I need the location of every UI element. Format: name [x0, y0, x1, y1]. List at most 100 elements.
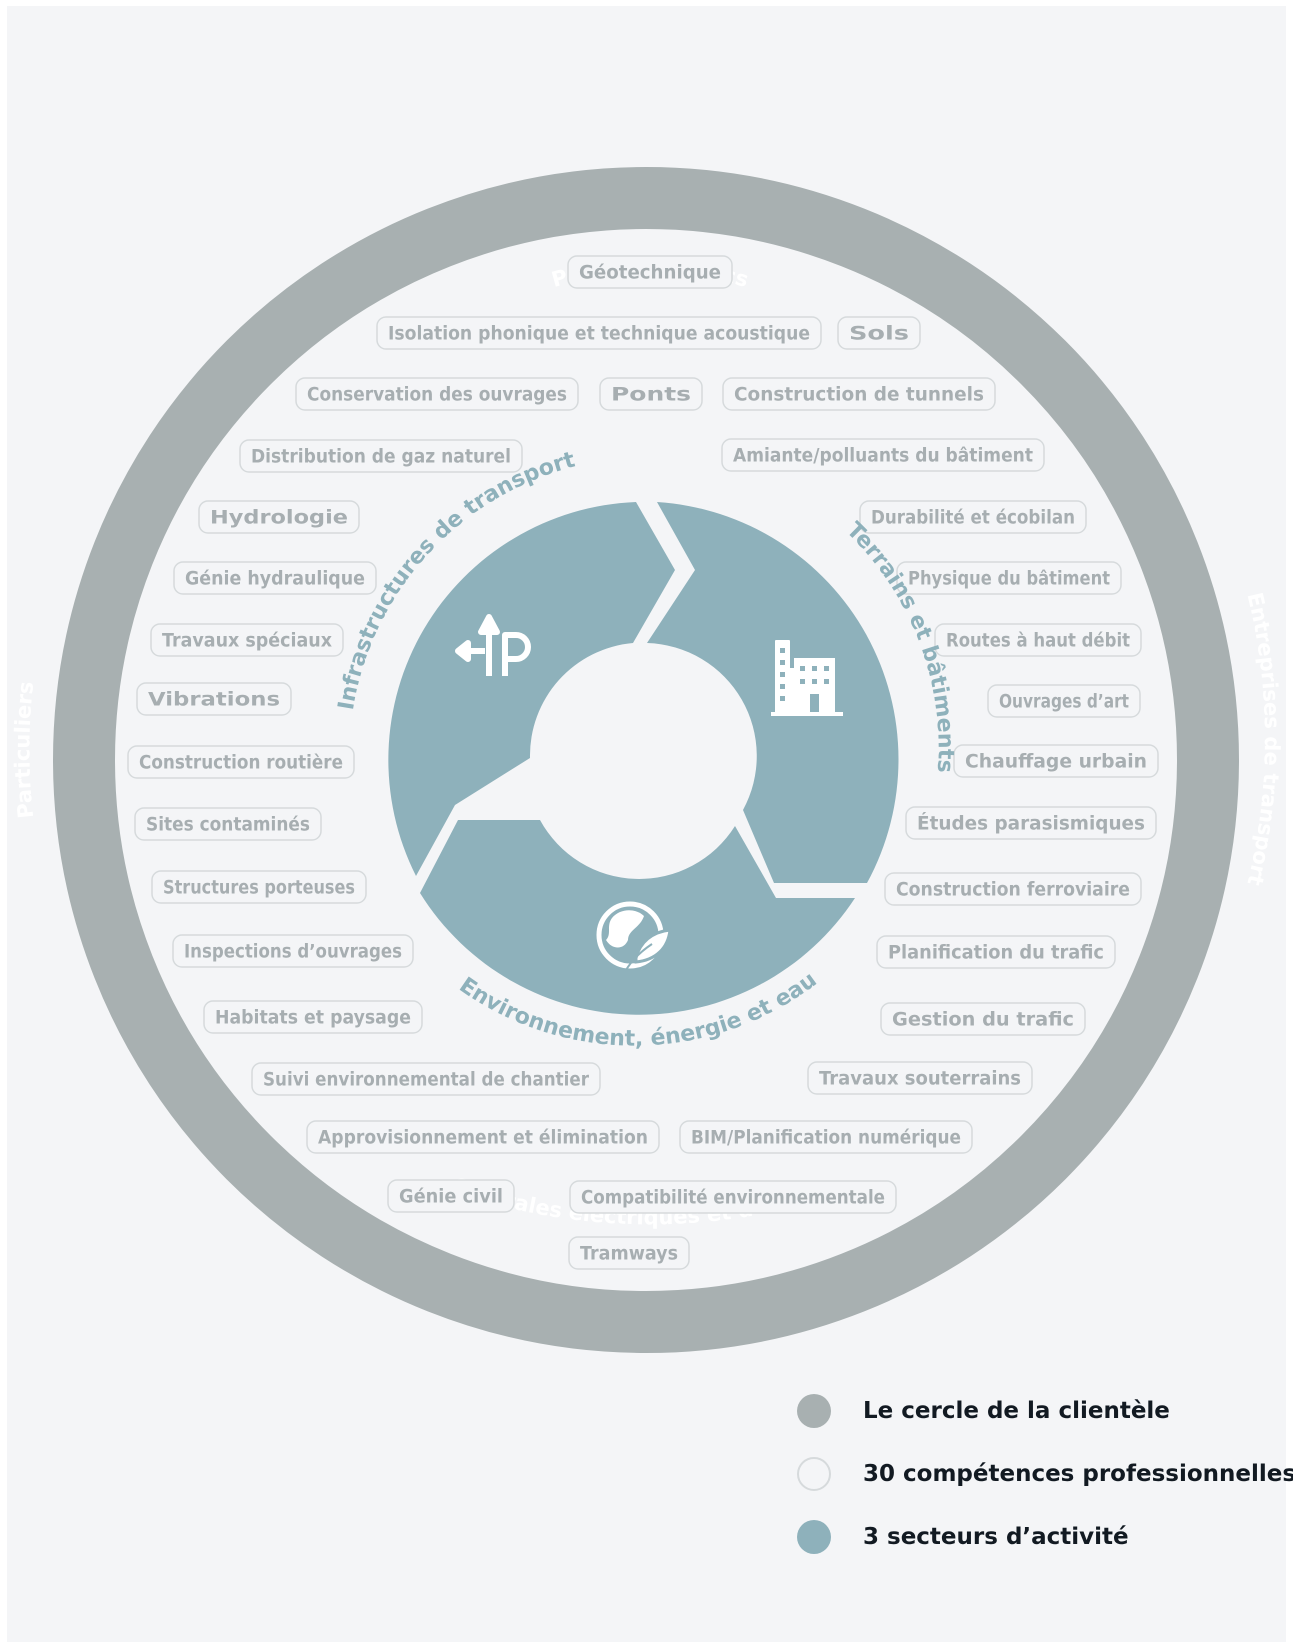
competence-label: Isolation phonique et technique acoustiq… — [388, 324, 810, 345]
legend-swatch-sectors — [797, 1520, 831, 1554]
competence-label: Habitats et paysage — [215, 1008, 411, 1029]
competence-pill-frame — [568, 1236, 690, 1270]
competence-pill: Vibrations — [136, 682, 292, 716]
competence-label: Planification du trafic — [888, 943, 1104, 964]
competence-label: Ouvrages d’art — [999, 692, 1129, 713]
competence-pill: Hydrologie — [198, 500, 360, 534]
competence-pill-frame — [953, 744, 1159, 778]
legend-label-client-ring: Le cercle de la clientèle — [863, 1398, 1170, 1424]
competence-label: Génie civil — [399, 1187, 503, 1208]
competence-label: Conservation des ouvrages — [307, 385, 567, 406]
legend-item-sectors: 3 secteurs d’activité — [797, 1517, 1277, 1557]
competence-label: Construction routière — [139, 753, 343, 774]
competence-pill: Ponts — [599, 377, 703, 411]
competence-pill-frame — [807, 1061, 1033, 1095]
competence-pill-frame — [173, 561, 377, 595]
competence-label: Génie hydraulique — [185, 569, 365, 590]
legend-swatch-competences — [797, 1457, 831, 1491]
competence-label: Travaux souterrains — [819, 1069, 1021, 1090]
competence-pill: Construction ferroviaire — [884, 872, 1142, 906]
competence-label: Sols — [849, 324, 909, 345]
competence-label: Gestion du trafic — [892, 1010, 1074, 1031]
competence-pill-frame — [905, 806, 1157, 840]
competence-label: Routes à haut débit — [946, 631, 1130, 652]
competence-pill: Gestion du trafic — [880, 1002, 1086, 1036]
competence-pill: Amiante/polluants du bâtiment — [721, 438, 1045, 472]
competence-label: Ponts — [611, 385, 691, 406]
competence-pill-frame — [722, 377, 996, 411]
competence-label: Construction ferroviaire — [896, 880, 1130, 901]
competence-label: Compatibilité environnementale — [581, 1188, 885, 1209]
competence-label: Suivi environnemental de chantier — [263, 1070, 590, 1091]
client-ring-label-right: Entreprises de transport — [1243, 590, 1285, 888]
client-ring — [53, 167, 1239, 1353]
competence-pill: Planification du trafic — [876, 935, 1116, 969]
competence-pill: Sites contaminés — [134, 807, 322, 841]
competence-pill-frame — [896, 561, 1122, 595]
road-signs-icon — [455, 614, 531, 676]
sector-terrains-et-batiments — [647, 502, 899, 883]
legend-swatch-client-ring — [797, 1394, 831, 1428]
competence-label: Inspections d’ouvrages — [184, 942, 402, 963]
competence-pill: Isolation phonique et technique acoustiq… — [376, 316, 822, 350]
competence-pill-frame — [239, 439, 523, 473]
competence-label: Sites contaminés — [146, 815, 310, 836]
competence-label: Géotechnique — [579, 263, 721, 284]
competence-pill-frame — [387, 1179, 515, 1213]
competence-pill-frame — [251, 1062, 601, 1096]
competence-pill: Études parasismiques — [905, 806, 1157, 840]
competence-pill: Compatibilité environnementale — [569, 1180, 897, 1214]
competence-pill: Travaux spéciaux — [150, 623, 344, 657]
competence-pill-frame — [721, 438, 1045, 472]
competence-label: Construction de tunnels — [734, 385, 984, 406]
competence-pill-frame — [376, 316, 822, 350]
competence-pill-frame — [203, 1000, 423, 1034]
competence-pill: Géotechnique — [567, 255, 733, 289]
sector-infrastructures-de-transport — [388, 502, 675, 876]
competence-pill: Génie hydraulique — [173, 561, 377, 595]
competence-pill: Approvisionnement et élimination — [306, 1120, 660, 1154]
competence-label: BIM/Planification numérique — [691, 1128, 961, 1149]
competence-pill: Structures porteuses — [151, 870, 367, 904]
competence-pill-frame — [306, 1120, 660, 1154]
competence-pill-frame — [876, 935, 1116, 969]
competence-pill-frame — [127, 745, 355, 779]
competence-pill-frame — [884, 872, 1142, 906]
competence-pill: Ouvrages d’art — [987, 684, 1141, 718]
client-ring-label-left: Particuliers — [10, 680, 38, 819]
competence-pill: Physique du bâtiment — [896, 561, 1122, 595]
competence-pill: Conservation des ouvrages — [295, 377, 579, 411]
competence-pill-frame — [837, 316, 921, 350]
competence-label: Distribution de gaz naturel — [251, 447, 511, 468]
competence-pill-frame — [295, 377, 579, 411]
competence-label: Chauffage urbain — [965, 752, 1147, 773]
competence-pill-frame — [859, 500, 1087, 534]
competence-pill-frame — [679, 1120, 973, 1154]
competence-pill-frame — [987, 684, 1141, 718]
competence-label: Approvisionnement et élimination — [318, 1128, 648, 1149]
globe-leaf-icon — [596, 901, 672, 971]
competence-pill: Distribution de gaz naturel — [239, 439, 523, 473]
competence-pill-frame — [569, 1180, 897, 1214]
competence-pill: Génie civil — [387, 1179, 515, 1213]
competence-pill-frame — [880, 1002, 1086, 1036]
competence-pill: Travaux souterrains — [807, 1061, 1033, 1095]
competence-label: Physique du bâtiment — [908, 569, 1110, 590]
legend-item-client-ring: Le cercle de la clientèle — [797, 1391, 1277, 1431]
competence-label: Études parasismiques — [917, 813, 1145, 835]
competence-pill-frame — [136, 682, 292, 716]
legend-item-competences: 30 compétences professionnelles — [797, 1454, 1293, 1494]
competence-pill: Construction routière — [127, 745, 355, 779]
competence-label: Travaux spéciaux — [162, 631, 332, 652]
competence-label: Amiante/polluants du bâtiment — [733, 446, 1033, 467]
competence-pill-frame — [134, 807, 322, 841]
legend-label-sectors: 3 secteurs d’activité — [863, 1524, 1129, 1550]
competence-pill: Chauffage urbain — [953, 744, 1159, 778]
competence-pill-frame — [151, 870, 367, 904]
competence-pill: Construction de tunnels — [722, 377, 996, 411]
competence-pill: Sols — [837, 316, 921, 350]
competence-pill-frame — [599, 377, 703, 411]
sector-ring — [388, 502, 899, 1015]
